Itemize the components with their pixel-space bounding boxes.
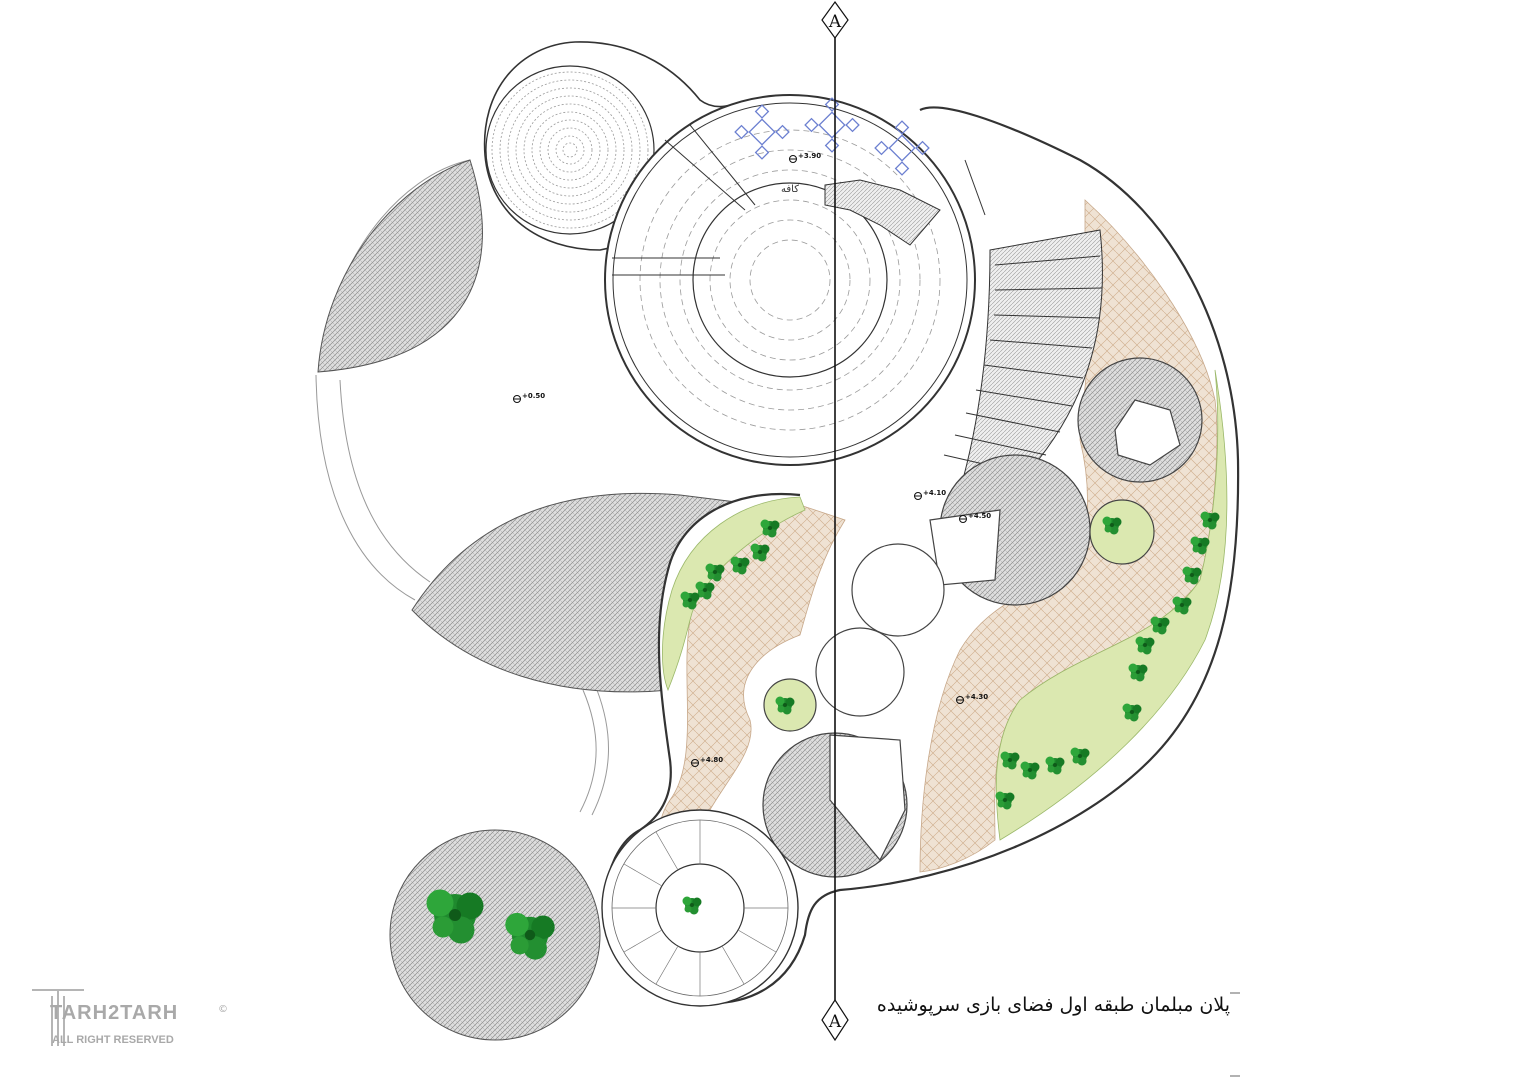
svg-text:+3.90: +3.90 [798,152,821,160]
section-marker-bottom: A [821,998,849,1042]
svg-text:A: A [828,12,842,32]
section-marker-top: A [821,0,849,40]
elevation-marker: +4.10 [914,489,946,500]
svg-text:+0.50: +0.50 [522,392,545,400]
logo-brand: TARH2TARH [50,1002,179,1024]
elevation-marker: +4.80 [691,756,723,767]
elevation-markers: +3.90 +0.50 +4.10 +4.50 +4.30 +4.80 [513,152,991,767]
svg-text:A: A [828,1012,842,1032]
drawing-caption: پلان مبلمان طبقه اول فضای بازی سرپوشیده [876,994,1230,1016]
outer-garden-outline [315,159,609,816]
svg-text:+4.80: +4.80 [700,756,723,764]
cafe-furniture [734,97,930,176]
tree-planter-circle [389,829,601,1041]
logo-t-icon [32,989,84,1046]
svg-text:+4.30: +4.30 [965,693,988,701]
elevation-marker: +4.50 [959,512,991,523]
logo-tagline: ALL RIGHT RESERVED [52,1034,174,1046]
elevation-marker: +0.50 [513,392,545,403]
svg-text:+4.50: +4.50 [968,512,991,520]
watermark-logo: TARH2TARH ALL RIGHT RESERVED © [28,984,238,1054]
section-line-a: A A [821,0,849,1042]
logo-copyright: © [218,1004,228,1015]
spiral-stair [601,809,799,1007]
elevation-marker: +3.90 [789,152,821,163]
svg-text:+4.10: +4.10 [923,489,946,497]
hatched-lawn-upper-left [317,159,483,373]
rotunda-stair [824,179,941,246]
lawn-right [995,369,1228,841]
lawn-left [662,496,806,692]
cafe-label: کافه [781,184,799,195]
elevation-marker: +4.30 [956,693,988,704]
